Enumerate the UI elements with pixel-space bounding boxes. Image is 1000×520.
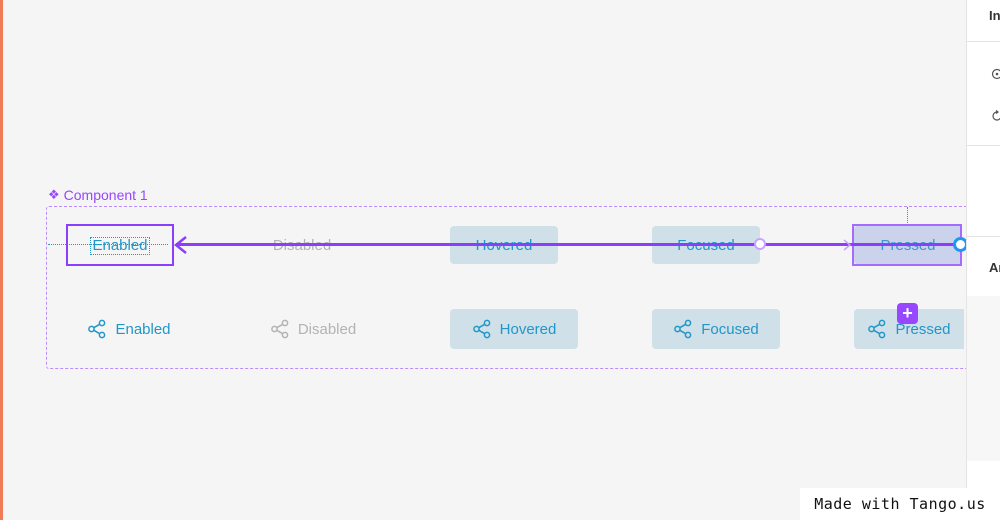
share-icon (472, 319, 490, 339)
share-icon (270, 319, 289, 339)
prototype-connection-line[interactable] (176, 243, 961, 246)
variant-icon-enabled-label: Enabled (115, 320, 171, 338)
variant-icon-focused-label: Focused (701, 320, 759, 338)
arrow-left-icon (173, 236, 187, 254)
panel-section-fragment: Ar (989, 260, 1000, 275)
component-set-label[interactable]: ❖ Component 1 (48, 186, 148, 204)
variant-icon-enabled[interactable]: Enabled (66, 309, 192, 349)
properties-panel: In Ar (966, 0, 1000, 520)
share-icon (674, 319, 692, 339)
canvas-left-edge (0, 0, 3, 520)
variant-icon-hovered-label: Hovered (499, 320, 557, 338)
variant-icon-focused[interactable]: Focused (652, 309, 780, 349)
share-icon (868, 319, 886, 339)
variant-enabled[interactable]: Enabled (66, 226, 174, 264)
panel-divider (967, 145, 1000, 146)
variant-icon-disabled[interactable]: Disabled (250, 309, 376, 349)
variant-icon-disabled-label: Disabled (297, 320, 357, 338)
variant-icon-hovered[interactable]: Hovered (450, 309, 578, 349)
tango-watermark: Made with Tango.us (800, 488, 1000, 520)
measure-guide-vertical (907, 207, 908, 225)
component-icon: ❖ (48, 187, 60, 202)
panel-header-fragment: In (989, 8, 1000, 23)
chevron-right-icon (843, 239, 852, 251)
refresh-icon[interactable] (991, 110, 1000, 122)
share-icon (88, 319, 106, 339)
component-set-name: Component 1 (63, 187, 148, 203)
panel-divider (967, 41, 1000, 42)
variant-icon-pressed-label: Pressed (895, 320, 951, 338)
target-icon[interactable] (991, 68, 1000, 80)
connection-end-node[interactable] (754, 238, 766, 250)
selected-variant-outline[interactable] (66, 224, 174, 266)
variant-enabled-label: Enabled (92, 236, 148, 254)
plus-icon[interactable]: + (897, 303, 918, 324)
selected-text-bounds (90, 237, 150, 255)
measure-guide-horizontal (48, 244, 168, 245)
panel-divider (967, 236, 1000, 237)
panel-empty-area (967, 296, 1000, 461)
